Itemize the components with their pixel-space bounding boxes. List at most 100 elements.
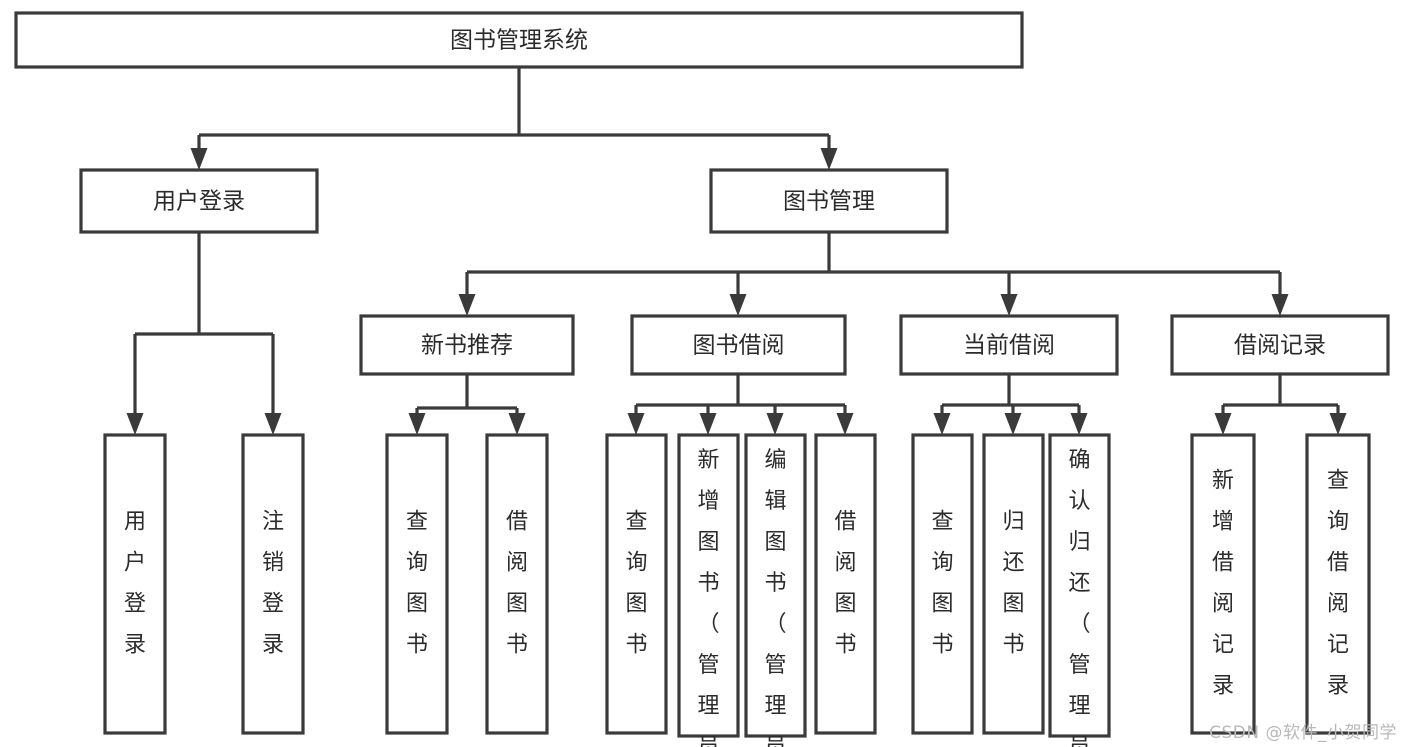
node-label: 新增图书（管理员） xyxy=(697,448,719,747)
label-char: 图 xyxy=(406,592,428,617)
node-label: 借阅记录 xyxy=(1234,333,1326,359)
label-char: 询 xyxy=(931,551,953,576)
node-box[interactable] xyxy=(103,433,167,735)
node-leaf-add-record[interactable]: 新增借阅记录 xyxy=(1190,433,1256,735)
connector-group-root-to-level1 xyxy=(190,67,838,170)
label-char: 户 xyxy=(124,551,146,576)
node-label: 新增借阅记录 xyxy=(1212,469,1234,699)
node-leaf-query-record[interactable]: 查询借阅记录 xyxy=(1305,433,1371,735)
arrowhead-icon xyxy=(458,294,476,316)
node-layer: 图书管理系统用户登录图书管理新书推荐图书借阅当前借阅借阅记录用户登录注销登录查询… xyxy=(14,11,1390,747)
node-borrow-record[interactable]: 借阅记录 xyxy=(1170,314,1390,376)
node-label: 新书推荐 xyxy=(421,333,513,359)
label-char: 书 xyxy=(931,633,953,658)
arrowhead-icon xyxy=(766,413,784,435)
node-box[interactable] xyxy=(982,433,1045,735)
node-leaf-user-login[interactable]: 用户登录 xyxy=(103,433,167,735)
label-char: 借 xyxy=(834,510,856,535)
label-char: 归 xyxy=(1002,510,1024,535)
label-char: 书 xyxy=(697,571,719,596)
label-char: 员 xyxy=(1068,735,1090,747)
label-char: 询 xyxy=(1327,510,1349,535)
label-char: 书 xyxy=(406,633,428,658)
label-char: 借 xyxy=(1212,551,1234,576)
connector-group-newbook-to-leaves xyxy=(408,374,526,435)
connector-layer xyxy=(126,67,1347,435)
label-char: 阅 xyxy=(1212,592,1234,617)
node-box[interactable] xyxy=(1305,433,1371,735)
label-char: 书 xyxy=(1002,633,1024,658)
node-label: 图书管理系统 xyxy=(450,28,588,54)
node-box[interactable] xyxy=(744,433,807,738)
node-box[interactable] xyxy=(1170,314,1390,376)
node-leaf-borrow-book-2[interactable]: 借阅图书 xyxy=(814,433,877,735)
label-char: 确 xyxy=(1068,448,1090,473)
node-box[interactable] xyxy=(605,433,668,735)
node-leaf-logout[interactable]: 注销登录 xyxy=(241,433,305,735)
arrowhead-icon xyxy=(190,148,208,170)
node-book-borrow[interactable]: 图书借阅 xyxy=(630,314,847,376)
arrowhead-icon xyxy=(699,413,717,435)
arrowhead-icon xyxy=(1329,413,1347,435)
node-leaf-borrow-book-1[interactable]: 借阅图书 xyxy=(485,433,549,735)
label-char: 记 xyxy=(1327,633,1349,658)
node-leaf-edit-book[interactable]: 编辑图书（管理员） xyxy=(744,433,807,747)
node-box[interactable] xyxy=(677,433,740,738)
node-label: 查询借阅记录 xyxy=(1327,469,1349,699)
label-char: 阅 xyxy=(834,551,856,576)
node-user-login[interactable]: 用户登录 xyxy=(79,168,319,234)
node-box[interactable] xyxy=(14,11,1024,69)
node-box[interactable] xyxy=(485,433,549,735)
label-char: 书 xyxy=(625,633,647,658)
node-new-book-rec[interactable]: 新书推荐 xyxy=(359,314,575,376)
node-box[interactable] xyxy=(899,314,1119,376)
label-char: 图 xyxy=(1002,592,1024,617)
node-box[interactable] xyxy=(241,433,305,735)
node-book-manage[interactable]: 图书管理 xyxy=(709,168,949,234)
node-box[interactable] xyxy=(1048,433,1111,738)
node-box[interactable] xyxy=(709,168,949,234)
node-box[interactable] xyxy=(630,314,847,376)
node-label: 查询图书 xyxy=(406,510,428,658)
arrowhead-icon xyxy=(820,148,838,170)
node-box[interactable] xyxy=(814,433,877,735)
node-leaf-return-book[interactable]: 归还图书 xyxy=(982,433,1045,735)
node-box[interactable] xyxy=(385,433,449,735)
node-box[interactable] xyxy=(911,433,974,735)
connector-group-currentborrow-to-leaves xyxy=(933,374,1088,435)
label-char: 理 xyxy=(697,694,719,719)
label-char: 借 xyxy=(506,510,528,535)
node-label: 确认归还（管理员） xyxy=(1068,448,1090,747)
node-leaf-confirm-return[interactable]: 确认归还（管理员） xyxy=(1048,433,1111,747)
node-label: 编辑图书（管理员） xyxy=(764,448,786,747)
arrowhead-icon xyxy=(1271,294,1289,316)
connector-group-bookmanage-to-level2 xyxy=(458,232,1289,316)
label-char: 注 xyxy=(262,510,284,535)
node-label: 用户登录 xyxy=(124,510,146,658)
connector-group-bookborrow-to-leaves xyxy=(627,374,854,435)
arrowhead-icon xyxy=(264,413,282,435)
node-box[interactable] xyxy=(1190,433,1256,735)
label-char: 图 xyxy=(764,530,786,555)
arrowhead-icon xyxy=(933,413,951,435)
label-char: 归 xyxy=(1068,530,1090,555)
label-char: 用 xyxy=(124,510,146,535)
label-char: 查 xyxy=(625,510,647,535)
label-char: 图 xyxy=(834,592,856,617)
connector-group-userlogin-to-leaves xyxy=(126,232,282,435)
label-char: 图 xyxy=(931,592,953,617)
node-leaf-query-book-2[interactable]: 查询图书 xyxy=(605,433,668,735)
label-char: 辑 xyxy=(764,489,786,514)
node-leaf-query-book-1[interactable]: 查询图书 xyxy=(385,433,449,735)
node-box[interactable] xyxy=(79,168,319,234)
node-root[interactable]: 图书管理系统 xyxy=(14,11,1024,69)
node-leaf-query-book-3[interactable]: 查询图书 xyxy=(911,433,974,735)
node-current-borrow[interactable]: 当前借阅 xyxy=(899,314,1119,376)
label-char: 图 xyxy=(625,592,647,617)
node-label: 注销登录 xyxy=(262,510,284,658)
node-box[interactable] xyxy=(359,314,575,376)
node-leaf-add-book[interactable]: 新增图书（管理员） xyxy=(677,433,740,747)
label-char: 图 xyxy=(697,530,719,555)
arrowhead-icon xyxy=(836,413,854,435)
label-char: 员 xyxy=(697,735,719,747)
